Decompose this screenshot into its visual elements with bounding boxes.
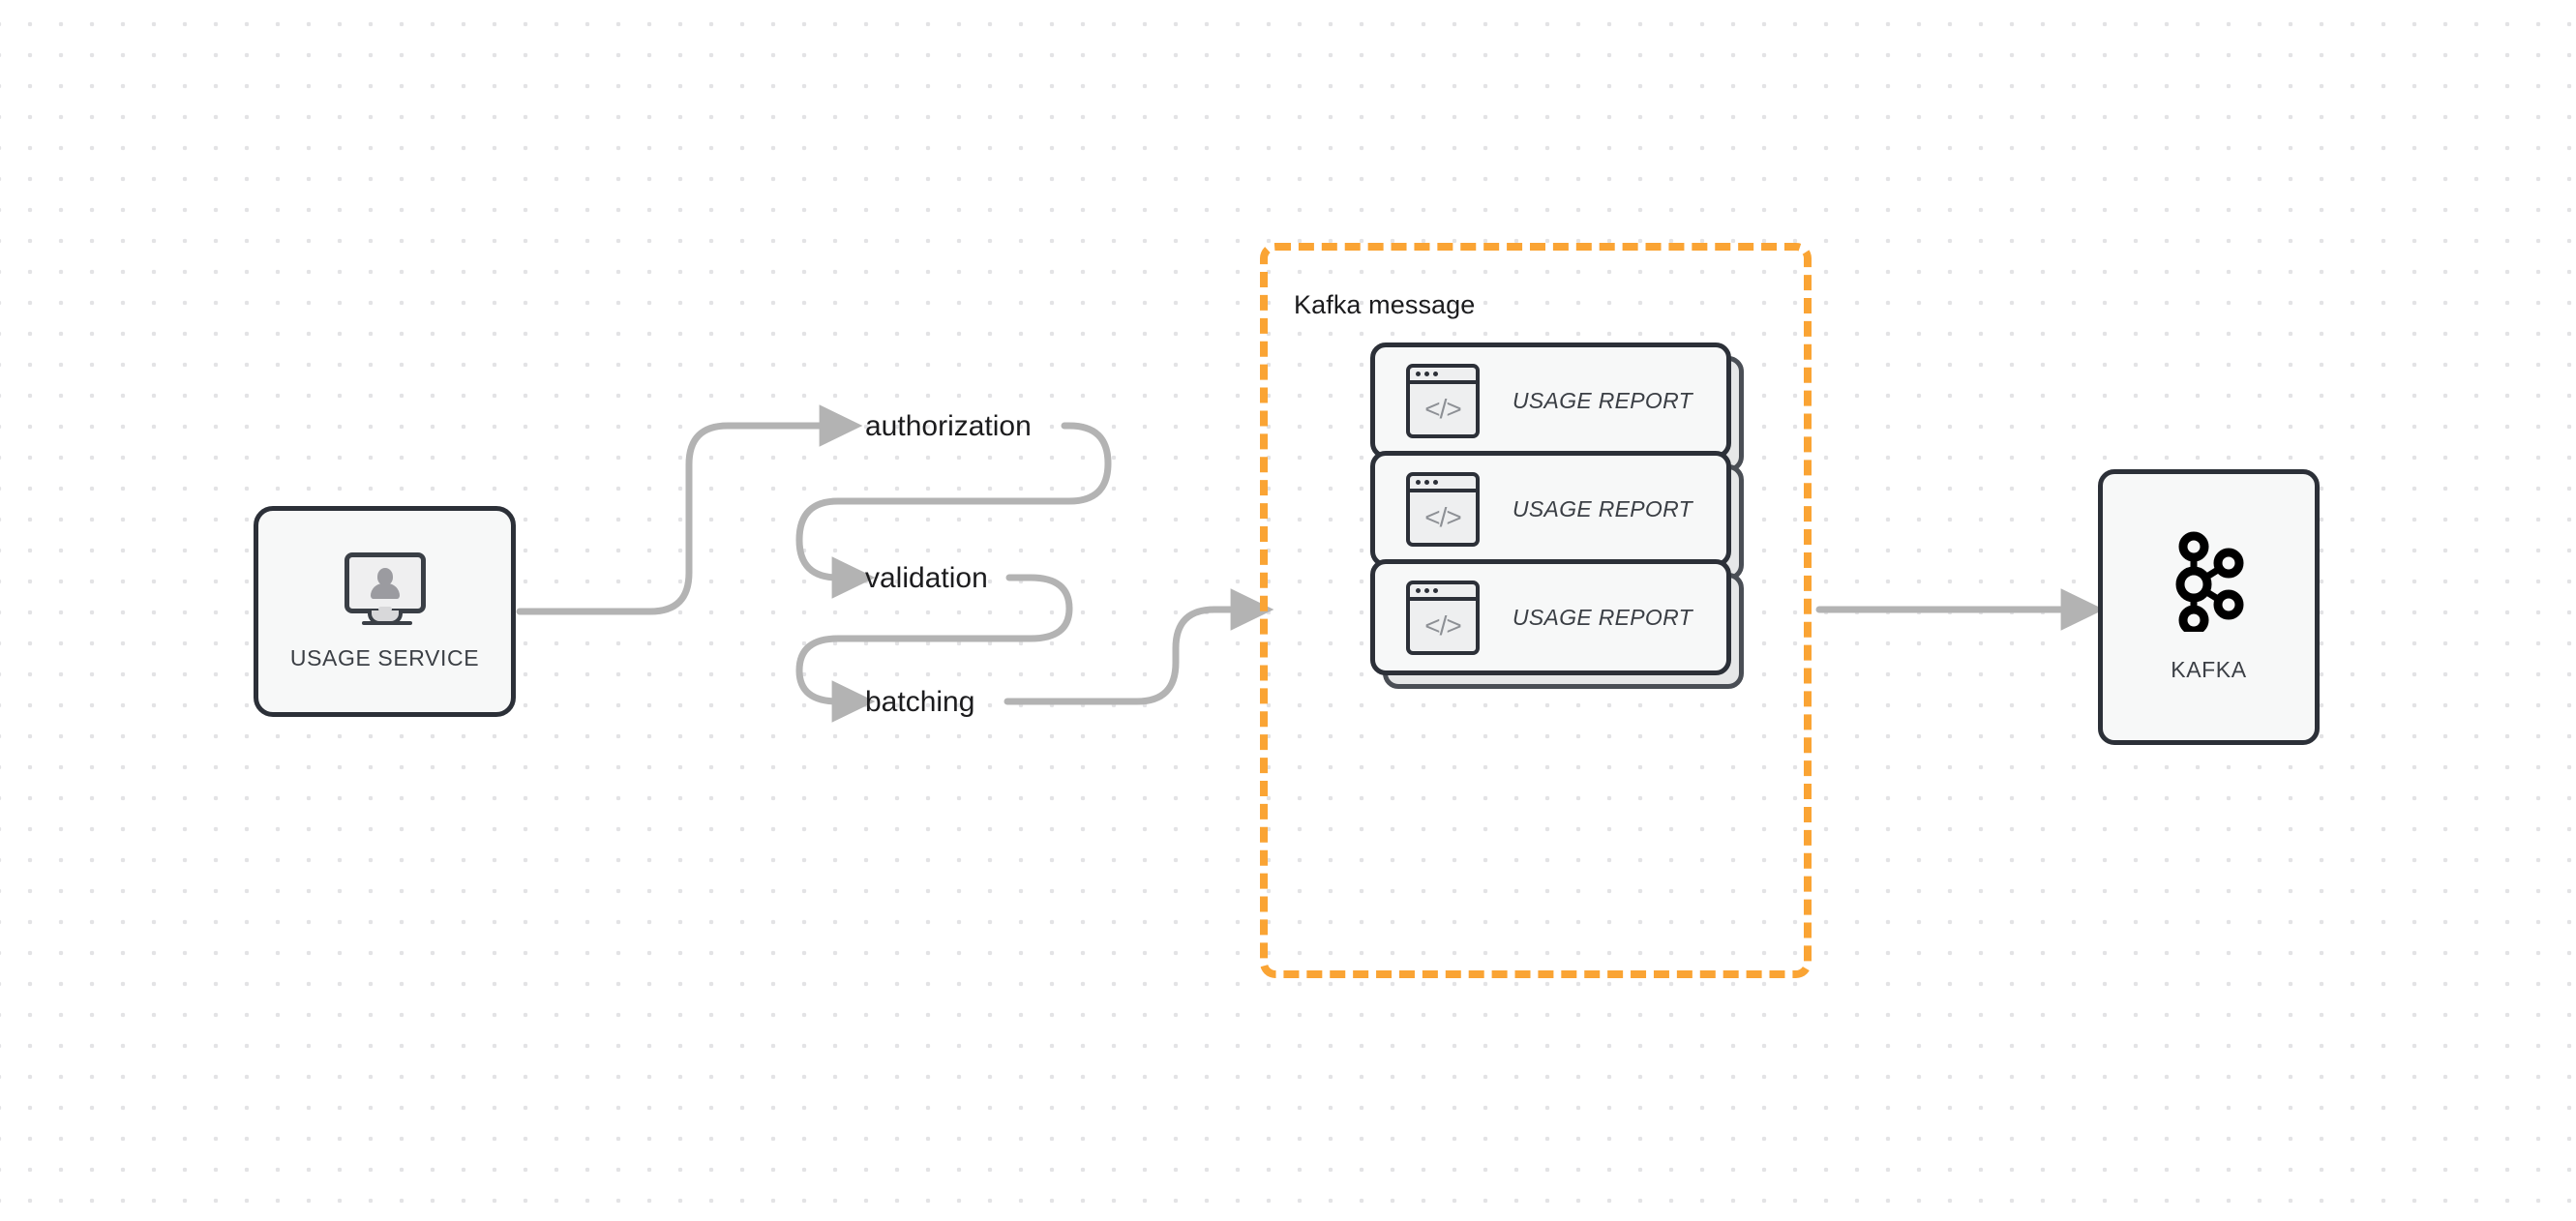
code-window-icon: </> <box>1406 471 1480 547</box>
flow-label-batching: batching <box>865 686 975 718</box>
node-usage-service[interactable]: USAGE SERVICE <box>254 506 516 717</box>
monitor-user-icon <box>344 551 426 625</box>
node-kafka[interactable]: KAFKA <box>2098 469 2320 745</box>
flow-label-validation: validation <box>865 562 988 594</box>
edge-batching-to-kafka-message <box>1003 588 1274 705</box>
group-kafka-message-title: Kafka message <box>1294 290 1476 319</box>
flow-label-authorization: authorization <box>865 410 1032 442</box>
usage-report-card-label: USAGE REPORT <box>1513 604 1692 630</box>
usage-report-card[interactable]: </> USAGE REPORT <box>1370 559 1744 689</box>
code-window-icon: </> <box>1406 363 1480 438</box>
edge-usage-service-to-authorization <box>516 404 863 615</box>
group-kafka-message[interactable] <box>1260 243 1812 978</box>
usage-report-card-label: USAGE REPORT <box>1513 387 1692 413</box>
node-usage-service-label: USAGE SERVICE <box>289 644 480 670</box>
usage-report-card-label: USAGE REPORT <box>1513 495 1692 521</box>
kafka-logo-icon <box>2175 531 2243 632</box>
code-window-icon: </> <box>1406 580 1480 655</box>
node-kafka-label: KAFKA <box>2171 657 2247 682</box>
edge-authorization-to-validation <box>795 422 1112 599</box>
edge-validation-to-batching <box>795 574 1073 723</box>
